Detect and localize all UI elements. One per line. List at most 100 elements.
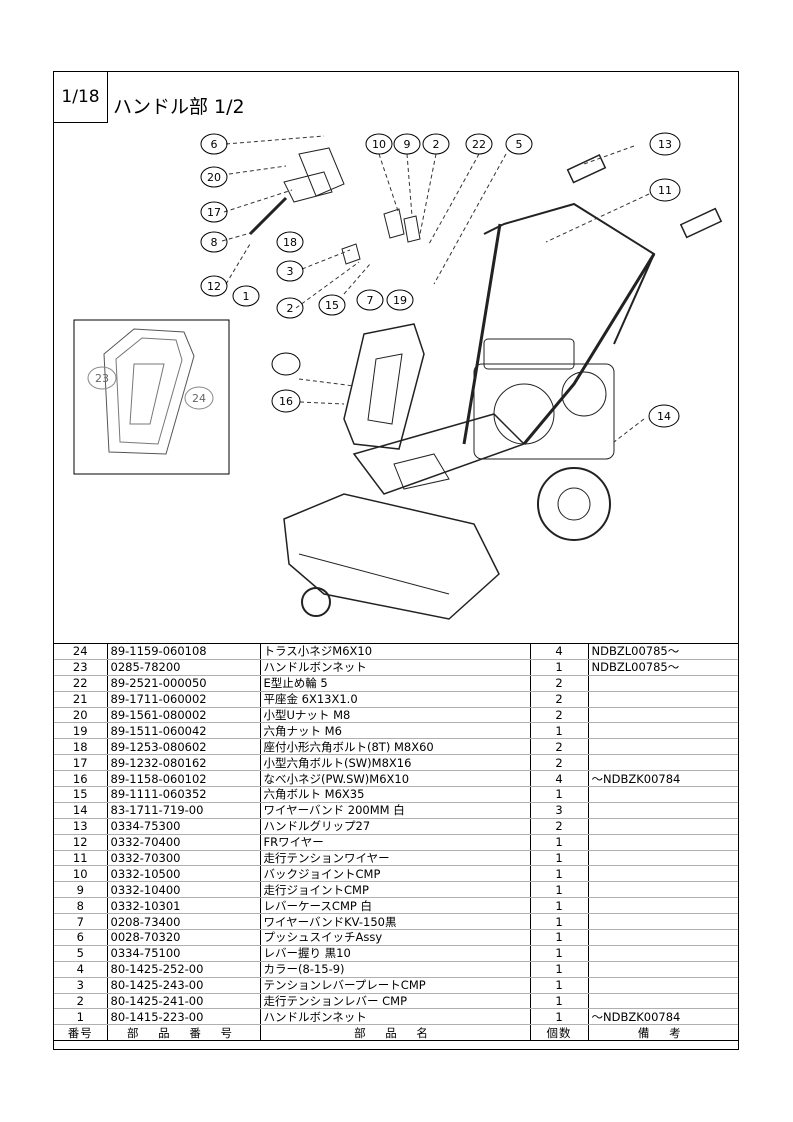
cell-no: 19	[54, 722, 108, 740]
cell-no: 6	[54, 929, 108, 946]
cell-qty: 2	[529, 738, 589, 756]
cell-name: テンションレバープレートCMP	[259, 977, 531, 994]
cell-no: 10	[54, 865, 108, 883]
cell-remarks	[587, 881, 738, 899]
cell-qty: 2	[529, 691, 589, 708]
callout-1: 1	[243, 290, 250, 303]
cell-name: 座付小形六角ボルト(8T) M8X60	[259, 738, 531, 756]
cell-part-number: 89-1158-060102	[106, 770, 261, 788]
cell-name: カラー(8-15-9)	[259, 961, 531, 978]
cell-name: 六角ボルト M6X35	[259, 786, 531, 803]
cell-qty: 2	[529, 818, 589, 835]
cell-remarks	[587, 913, 738, 931]
cell-no: 12	[54, 834, 108, 851]
cell-name: ハンドルボンネット	[259, 1008, 531, 1026]
cell-remarks	[587, 977, 738, 994]
cell-remarks	[587, 675, 738, 692]
callout-23: 23	[95, 372, 109, 385]
page-number: 1/18	[53, 71, 108, 123]
cell-part-number: 89-1511-060042	[106, 722, 261, 740]
callout-6: 6	[211, 138, 218, 151]
page-frame	[53, 71, 739, 1050]
cell-qty: 3	[529, 802, 589, 819]
cell-name: レバーケースCMP 白	[259, 897, 531, 915]
cell-remarks	[587, 897, 738, 915]
cell-qty: 1	[529, 722, 589, 740]
cell-no: 16	[54, 770, 108, 788]
cell-part-number: 80-1425-243-00	[106, 977, 261, 994]
callout-18: 18	[283, 236, 297, 249]
cell-part-number: 0334-75100	[106, 945, 261, 962]
cell-qty: 1	[529, 659, 589, 676]
cell-part-number: 89-1561-080002	[106, 707, 261, 724]
cell-part-number: 89-1159-060108	[106, 643, 261, 660]
cell-part-number: 0334-75300	[106, 818, 261, 835]
cell-name: ハンドルボンネット	[259, 659, 531, 676]
header-qty: 個数	[529, 1024, 589, 1042]
cell-no: 4	[54, 961, 108, 978]
cell-name: なべ小ネジ(PW.SW)M6X10	[259, 770, 531, 788]
cell-no: 15	[54, 786, 108, 803]
cell-remarks: 〜NDBZK00784	[587, 770, 738, 788]
cell-remarks	[587, 818, 738, 835]
cell-part-number: 0332-10400	[106, 881, 261, 899]
callout-20: 20	[207, 171, 221, 184]
cell-part-number: 89-1111-060352	[106, 786, 261, 803]
cell-remarks	[587, 738, 738, 756]
callout-2b: 2	[433, 138, 440, 151]
cell-part-number: 80-1425-252-00	[106, 961, 261, 978]
cell-part-number: 0332-10301	[106, 897, 261, 915]
cell-part-number: 89-2521-000050	[106, 675, 261, 692]
cell-part-number: 0332-70300	[106, 850, 261, 867]
cell-remarks	[587, 961, 738, 978]
cell-no: 20	[54, 707, 108, 724]
cell-qty: 2	[529, 754, 589, 772]
cell-remarks: NDBZL00785〜	[587, 643, 738, 660]
cell-name: 六角ナット M6	[259, 722, 531, 740]
cell-no: 24	[54, 643, 108, 660]
callout-17: 17	[207, 206, 221, 219]
cell-name: 平座金 6X13X1.0	[259, 691, 531, 708]
cell-remarks	[587, 929, 738, 946]
cell-no: 17	[54, 754, 108, 772]
cell-name: 走行テンションワイヤー	[259, 850, 531, 867]
cell-name: ハンドルグリップ27	[259, 818, 531, 835]
callout-15: 15	[325, 299, 339, 312]
cell-no: 3	[54, 977, 108, 994]
cell-no: 9	[54, 881, 108, 899]
cell-qty: 1	[529, 961, 589, 978]
cell-name: バックジョイントCMP	[259, 865, 531, 883]
header-remarks: 備 考	[587, 1024, 738, 1042]
cell-name: E型止め輪 5	[259, 675, 531, 692]
cell-qty: 1	[529, 834, 589, 851]
cell-remarks	[587, 850, 738, 867]
cell-no: 23	[54, 659, 108, 676]
cell-remarks	[587, 993, 738, 1010]
cell-name: ワイヤーバンドKV-150黒	[259, 913, 531, 931]
cell-remarks	[587, 834, 738, 851]
callout-22: 22	[472, 138, 486, 151]
cell-no: 22	[54, 675, 108, 692]
cell-name: 小型Uナット M8	[259, 707, 531, 724]
page-title: ハンドル部 1/2	[113, 96, 245, 118]
cell-no: 2	[54, 993, 108, 1010]
cell-qty: 2	[529, 707, 589, 724]
cell-qty: 1	[529, 945, 589, 962]
callout-24: 24	[192, 392, 206, 405]
cell-qty: 1	[529, 993, 589, 1010]
cell-no: 7	[54, 913, 108, 931]
cell-name: 小型六角ボルト(SW)M8X16	[259, 754, 531, 772]
